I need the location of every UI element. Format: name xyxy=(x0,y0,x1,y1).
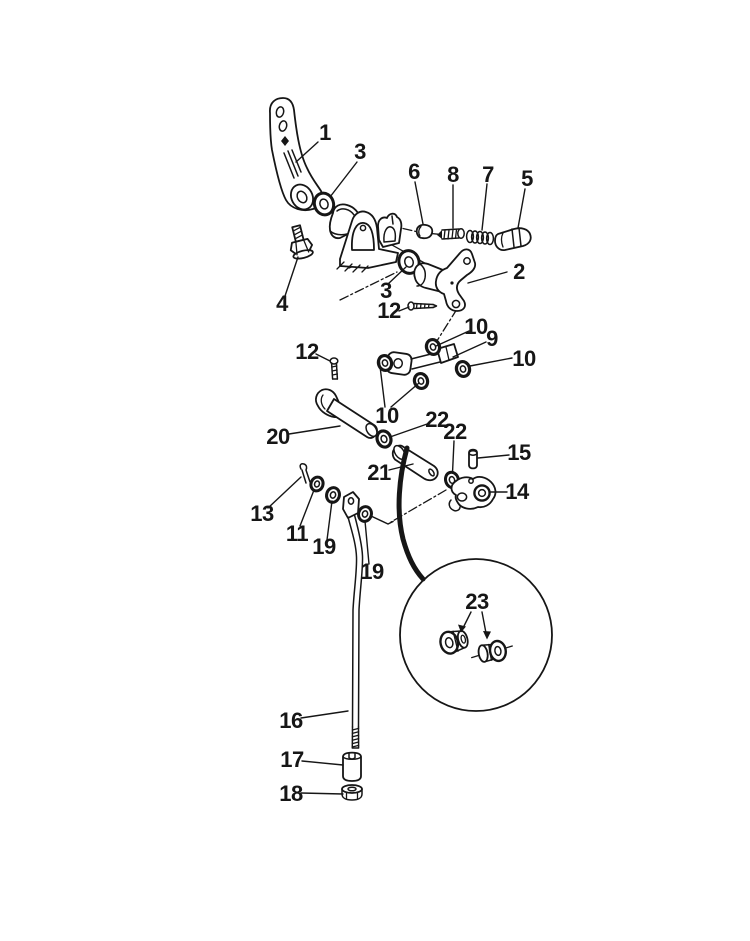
mount-bracket-assembly xyxy=(328,203,403,273)
callout-7: 7 xyxy=(482,162,494,187)
part-22-washer-a xyxy=(375,429,393,449)
lever-diamond-hole xyxy=(281,136,289,146)
callout-12a: 12 xyxy=(377,298,401,323)
part-10-nut-c xyxy=(412,371,430,391)
callout-4: 4 xyxy=(276,291,289,316)
part-21-spacer xyxy=(391,444,439,482)
part-1-lever xyxy=(269,97,324,212)
callout-21: 21 xyxy=(367,460,391,485)
leader-19a xyxy=(326,500,333,541)
leader-12a xyxy=(398,306,410,312)
leader-10a xyxy=(435,330,470,347)
part-10-nut-b xyxy=(376,353,394,373)
callout-19b: 19 xyxy=(360,559,384,584)
callout-10c: 10 xyxy=(375,403,399,428)
leader-3a xyxy=(329,161,358,198)
part-8-screw xyxy=(437,227,465,240)
leader-4 xyxy=(284,256,299,297)
leader-5 xyxy=(517,188,526,229)
part-6-plug xyxy=(415,223,434,240)
leader-23-2 xyxy=(481,611,487,634)
detail-circle xyxy=(399,558,553,712)
callout-18: 18 xyxy=(279,781,303,806)
part-17-sleeve xyxy=(342,751,362,782)
part-3-washer-a xyxy=(312,191,336,217)
leader-18 xyxy=(300,792,344,795)
part-12-screw-a xyxy=(407,301,438,311)
leader-10c-2 xyxy=(390,382,420,408)
callout-13: 13 xyxy=(250,501,274,526)
leader-19b xyxy=(364,520,370,565)
callout-2: 2 xyxy=(513,259,525,284)
leader-17 xyxy=(301,760,344,766)
leader-10c-1 xyxy=(378,357,386,408)
leader-16 xyxy=(300,710,349,719)
callout-1: 1 xyxy=(319,120,331,145)
part-16-rod xyxy=(342,491,364,749)
callout-23: 23 xyxy=(465,589,489,614)
part-7-spring xyxy=(465,229,495,246)
callout-22a: 22 xyxy=(425,407,449,432)
part-23-grommet-a xyxy=(439,629,469,655)
callout-8: 8 xyxy=(447,162,459,187)
part-20-shaft xyxy=(315,388,378,439)
part-11-washer xyxy=(309,475,325,493)
part-3-washer-b xyxy=(397,249,421,275)
leader-21 xyxy=(388,463,414,471)
callout-5: 5 xyxy=(521,166,533,191)
leader-20 xyxy=(288,425,341,435)
part-4-bolt xyxy=(289,224,314,260)
detail-pointer-arc xyxy=(396,445,426,582)
callout-6: 6 xyxy=(408,159,420,184)
callout-labels: 1 3 4 6 8 7 5 3 2 12 10 9 10 12 10 20 22… xyxy=(250,120,536,806)
leader-6 xyxy=(414,181,424,225)
leader-23-arrowhead-2 xyxy=(483,631,491,640)
leader-lines xyxy=(267,141,526,795)
callout-11: 11 xyxy=(286,521,309,546)
leader-9 xyxy=(452,341,487,358)
callout-9: 9 xyxy=(486,326,498,351)
leader-11 xyxy=(299,489,315,527)
leader-1 xyxy=(295,141,319,163)
part-15-pin xyxy=(468,448,478,470)
part-2-lever xyxy=(413,248,477,312)
part-18-nut xyxy=(341,784,363,801)
part-10-nut-d xyxy=(454,359,472,379)
callout-22b: 22 xyxy=(443,419,467,444)
leader-22b xyxy=(451,440,455,474)
callout-16: 16 xyxy=(279,708,303,733)
part-13-cotter-pin xyxy=(299,463,311,484)
part-14-swivel xyxy=(448,475,497,512)
part-19-washer-b xyxy=(357,505,373,523)
leader-23-arrowhead-1 xyxy=(458,624,466,633)
callout-10a: 10 xyxy=(464,314,488,339)
leader-3b xyxy=(387,266,407,285)
part-23-grommet-b xyxy=(471,639,513,663)
part-10-nut-a xyxy=(424,337,442,357)
callout-10b: 10 xyxy=(512,346,536,371)
leader-12b xyxy=(315,353,331,362)
part-19-washer-a xyxy=(325,486,341,504)
leader-15 xyxy=(477,454,510,459)
callout-17: 17 xyxy=(280,747,304,772)
part-12-screw-b xyxy=(329,357,339,380)
leader-22a xyxy=(389,422,431,438)
part-5-knob xyxy=(494,227,532,252)
callout-20: 20 xyxy=(266,424,290,449)
part-9-link xyxy=(385,343,459,376)
callout-12b: 12 xyxy=(295,339,319,364)
leader-13 xyxy=(267,476,302,509)
callout-3b: 3 xyxy=(380,278,392,303)
leader-23-1 xyxy=(462,611,472,629)
callout-14: 14 xyxy=(505,479,530,504)
leader-10b xyxy=(469,357,513,367)
leader-7 xyxy=(481,183,488,231)
callout-15: 15 xyxy=(507,440,531,465)
callout-3a: 3 xyxy=(354,139,366,164)
leader-2 xyxy=(467,271,508,284)
callout-19a: 19 xyxy=(312,534,336,559)
